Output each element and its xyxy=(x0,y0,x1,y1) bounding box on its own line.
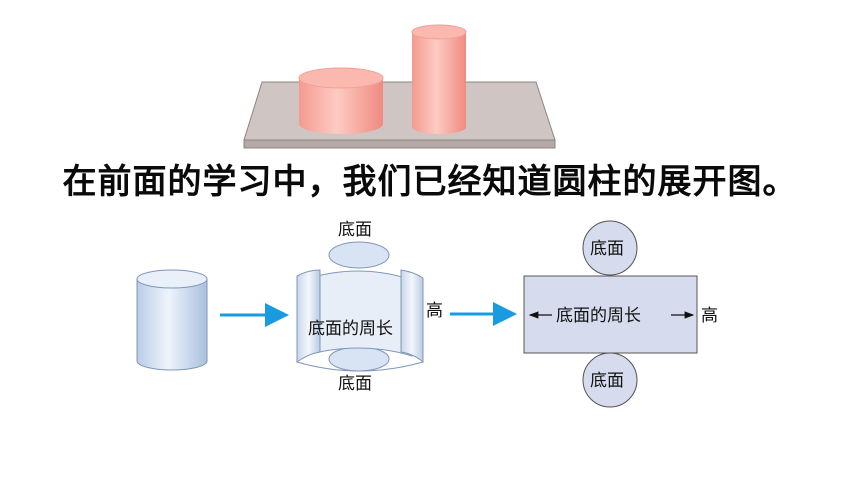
short-pink-cylinder xyxy=(298,67,384,134)
unrolling-cylinder xyxy=(296,241,424,372)
cylinder-net xyxy=(523,220,698,408)
net-circle-top xyxy=(582,220,638,276)
bottom-base-ellipse xyxy=(328,346,390,372)
label-circle-bottom: 底面 xyxy=(590,371,624,391)
net-circle-bottom xyxy=(582,352,638,408)
blue-cylinder xyxy=(136,269,208,371)
label-circle-top: 底面 xyxy=(590,239,624,259)
label-height-middle: 高 xyxy=(426,301,443,321)
caption-sentence: 在前面的学习中，我们已经知道圆柱的展开图。 xyxy=(62,162,798,202)
net-rectangle xyxy=(523,275,698,354)
label-circumference-right: 底面的周长 xyxy=(556,306,641,326)
tall-pink-cylinder xyxy=(411,24,467,134)
label-height-right: 高 xyxy=(701,306,718,326)
label-base-bottom: 底面 xyxy=(338,374,372,394)
top-base-ellipse xyxy=(328,241,390,269)
tray xyxy=(243,81,556,149)
label-base-top: 底面 xyxy=(338,220,372,240)
label-circumference-middle: 底面的周长 xyxy=(308,319,393,339)
